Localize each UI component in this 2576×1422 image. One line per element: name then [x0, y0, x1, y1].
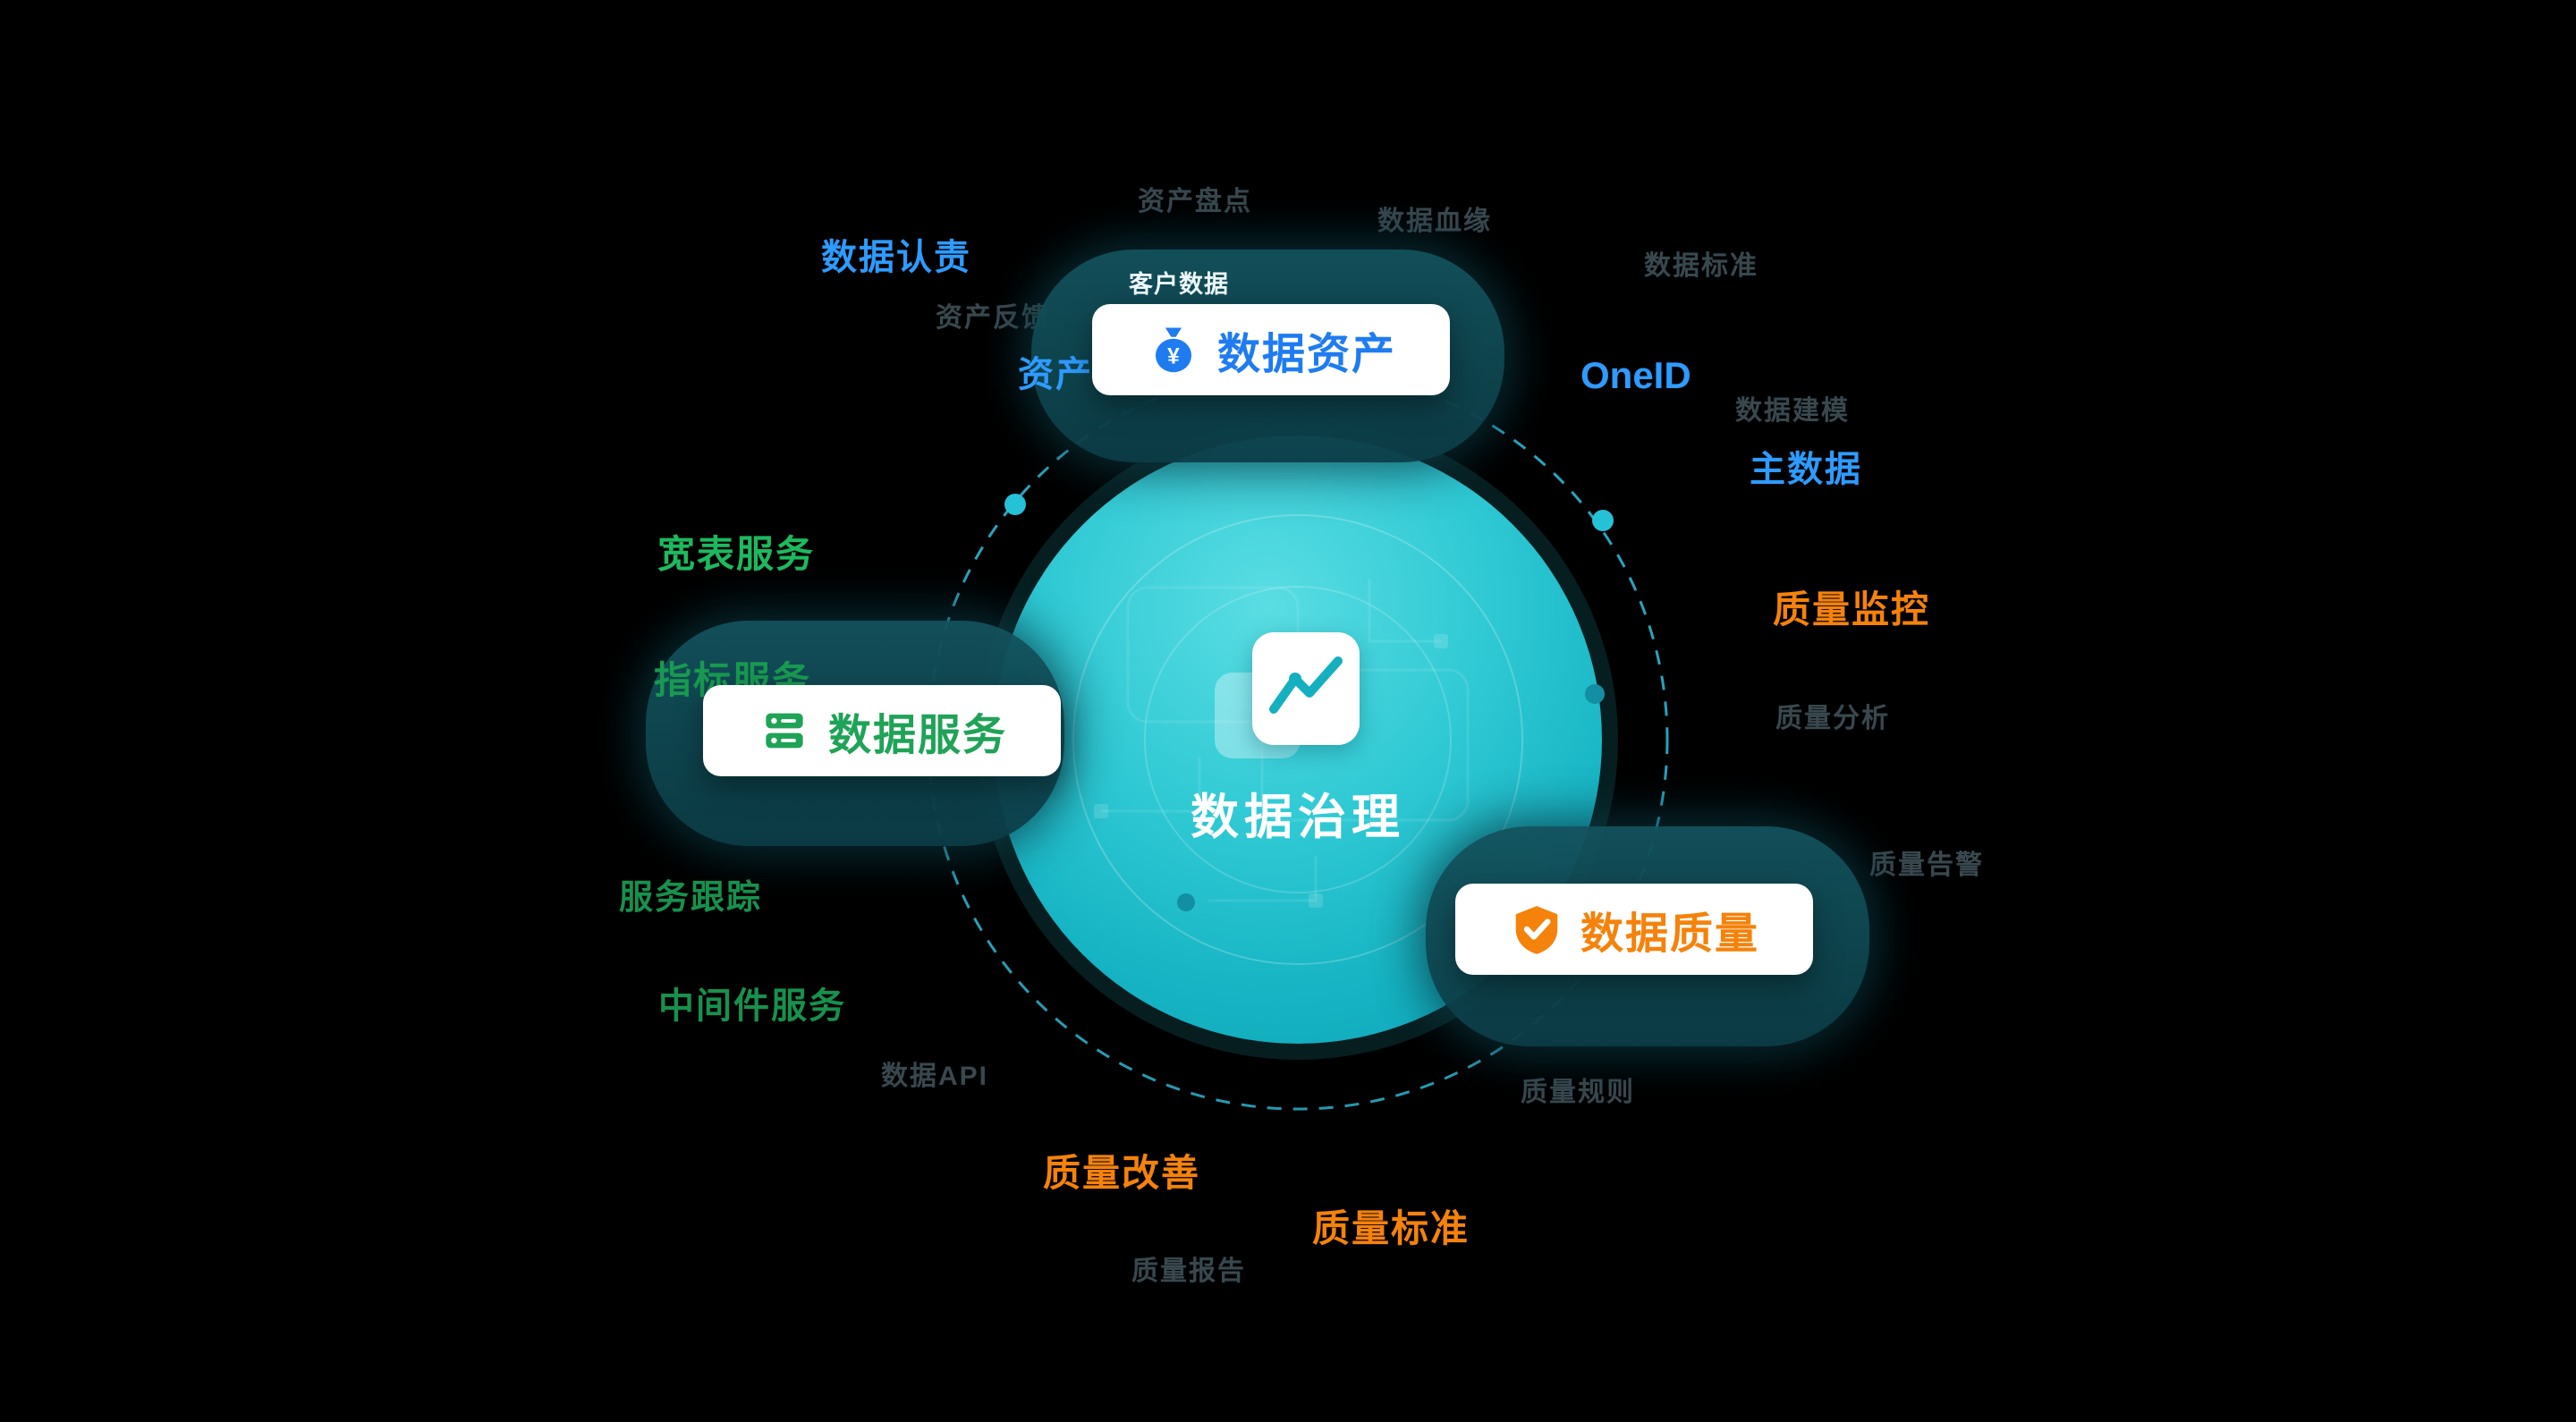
node-label-data-quality: 数据质量	[1580, 910, 1759, 958]
label-quality-standard: 质量标准	[1312, 1207, 1470, 1249]
faint-label-data-lineage: 数据血缘	[1377, 207, 1492, 236]
svg-text:¥: ¥	[1167, 345, 1180, 369]
faint-label-asset-feedback: 资产反馈	[936, 303, 1050, 333]
circuit-pattern	[1094, 579, 1470, 908]
document-chart-icon	[1252, 632, 1360, 745]
label-data-responsibility: 数据认责	[821, 238, 971, 277]
faint-label-asset-inventory: 资产盘点	[1138, 187, 1252, 216]
label-quality-improvement: 质量改善	[1043, 1152, 1201, 1194]
node-data-assets: ¥ 数据资产	[1092, 304, 1450, 395]
label-service-tracking: 服务跟踪	[619, 879, 763, 917]
faint-label-quality-alert: 质量告警	[1869, 851, 1984, 880]
label-wide-table-service: 宽表服务	[657, 533, 816, 575]
faint-label-data-modeling: 数据建模	[1735, 396, 1850, 426]
label-quality-monitoring: 质量监控	[1773, 588, 1931, 631]
center-title: 数据治理	[1191, 791, 1405, 844]
label-master-data: 主数据	[1750, 450, 1862, 489]
label-middleware-service: 中间件服务	[658, 986, 846, 1026]
faint-label-data-standard: 数据标准	[1644, 251, 1758, 281]
shield-check-icon	[1509, 901, 1564, 957]
label-customer-data: 客户数据	[1129, 271, 1229, 298]
faint-label-data-api: 数据API	[881, 1062, 989, 1091]
faint-label-quality-report: 质量报告	[1131, 1257, 1246, 1286]
inner-ring-inner	[1144, 586, 1452, 893]
node-data-services: 数据服务	[703, 685, 1061, 776]
node-label-data-services: 数据服务	[827, 712, 1007, 759]
database-icon	[757, 703, 812, 758]
faint-label-quality-analysis: 质量分析	[1775, 704, 1890, 733]
node-data-quality: 数据质量	[1455, 884, 1813, 975]
label-oneid: OneID	[1580, 354, 1691, 396]
money-bag-icon: ¥	[1146, 322, 1201, 377]
label-asset-partial: 资产	[1018, 355, 1093, 394]
faint-label-quality-rules: 质量规则	[1521, 1078, 1635, 1107]
inner-ring-outer	[1072, 514, 1523, 965]
node-label-data-assets: 数据资产	[1216, 331, 1396, 378]
